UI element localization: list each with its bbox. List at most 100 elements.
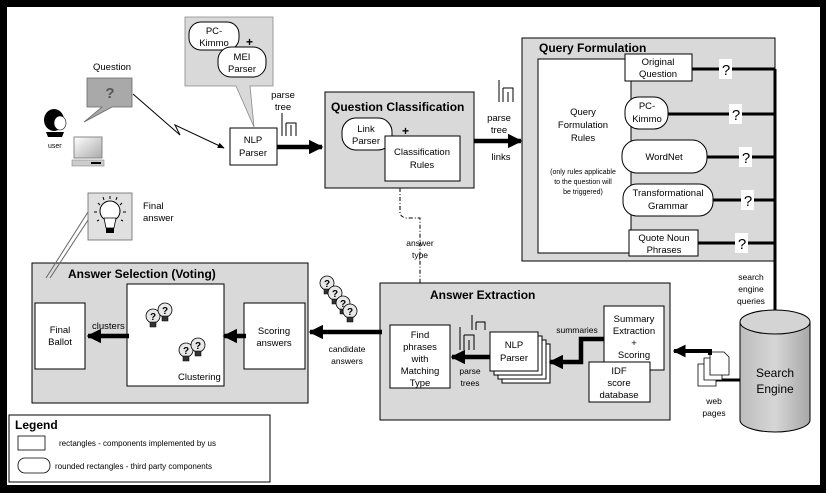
pc-kimmo-component	[188, 21, 240, 51]
final-ballot-line1: Final	[50, 325, 71, 336]
clusters-label: clusters	[92, 321, 125, 332]
qf-note-line2: to the question will	[554, 179, 612, 186]
summary-extraction-line4: Scoring	[618, 350, 650, 361]
answer-type-line1: answer	[406, 238, 434, 248]
link-parser-line2: Parser	[352, 136, 380, 147]
find-phrases-line3: with	[411, 354, 429, 365]
qf-comp-3-question-mark: ?	[744, 193, 752, 210]
summary-extraction-line1: Summary	[614, 314, 655, 325]
answer-extraction-title: Answer Extraction	[430, 288, 535, 302]
classification-rules-line2: Rules	[410, 160, 435, 171]
legend-rounded-swatch	[17, 457, 51, 474]
legend-item-2: rounded rectangles - third party compone…	[55, 462, 212, 471]
qf-rules-line1: Query	[570, 107, 596, 118]
final-ballot-box	[34, 302, 86, 370]
legend-item-1: rectangles - components implemented by u…	[59, 439, 216, 448]
parse-tree-label-line2: tree	[275, 102, 291, 113]
query-formulation-group: Query Formulation Query Formulation Rule…	[521, 37, 777, 262]
find-phrases-box	[389, 324, 451, 389]
qf-comp-1-line1: PC-	[639, 101, 655, 112]
parse-tree-label-line1: parse	[271, 90, 295, 101]
final-answer-callout: Final answer	[45, 192, 174, 279]
qf-comp-3-line2: Grammar	[648, 201, 688, 212]
nlp-parser-stack: NLP Parser	[489, 331, 551, 384]
qf-component-quote-noun-phrases: Quote Noun Phrases ?	[628, 229, 775, 257]
qf-note-line1: (only rules applicable	[550, 169, 616, 176]
classification-rules-box	[384, 135, 461, 182]
parse-tree-icon	[281, 113, 297, 136]
web-pages-to-extraction-arrow	[672, 344, 712, 358]
answer-selection-title: Answer Selection (Voting)	[68, 267, 216, 281]
candidate-answers-line2: answers	[331, 356, 363, 366]
user-head-icon	[44, 109, 67, 137]
mei-parser-line1: MEI	[234, 52, 251, 63]
scoring-answers-line1: Scoring	[258, 326, 290, 337]
pc-kimmo-line1: PC-	[206, 26, 222, 37]
nlp-parser-line1: NLP	[244, 135, 262, 146]
find-phrases-line2: phrases	[403, 342, 437, 353]
search-queries-line1: search	[738, 272, 764, 282]
search-engine-database-icon: Search Engine	[739, 309, 811, 433]
qf-comp-3-line1: Transformational	[633, 188, 704, 199]
qf-rules-line2: Formulation	[558, 120, 608, 131]
question-bubble: ?	[83, 77, 133, 123]
summaries-label: summaries	[556, 325, 598, 335]
final-answer-line1: Final	[143, 201, 164, 212]
user-figure: user	[44, 109, 105, 167]
clustering-label: Clustering	[178, 372, 221, 383]
ae-nlp-parser-line2: Parser	[500, 353, 528, 364]
plus-sign: +	[246, 35, 253, 49]
qf-comp-4-line1: Quote Noun	[638, 233, 689, 244]
classification-rules-line1: Classification	[394, 147, 450, 158]
parse-trees-line1: parse	[459, 366, 481, 376]
legend: Legend rectangles - components implement…	[8, 414, 271, 483]
scoring-answers-box	[243, 302, 306, 370]
link-parser-line1: Link	[357, 124, 375, 135]
qf-rules-line3: Rules	[571, 133, 596, 144]
qf-comp-0-question-mark: ?	[722, 62, 730, 79]
find-phrases-line5: Type	[410, 378, 431, 389]
web-pages-icon	[697, 351, 730, 387]
web-pages-line1: web	[705, 396, 722, 406]
parse-trees-line2: trees	[461, 378, 480, 388]
answer-type-line2: type	[412, 250, 428, 260]
final-answer-line2: answer	[143, 213, 174, 224]
qf-component-transformational-grammar: Transformational Grammar ?	[622, 183, 775, 217]
question-label: Question	[93, 62, 131, 73]
qf-comp-4-question-mark: ?	[738, 236, 746, 253]
nlp-parser-line2: Parser	[239, 148, 267, 159]
qf-comp-2-question-mark: ?	[742, 150, 750, 167]
question-classification-title: Question Classification	[331, 100, 464, 114]
clustering-box	[126, 283, 225, 387]
mei-parser-line2: Parser	[228, 64, 256, 75]
user-label: user	[48, 143, 62, 150]
idf-line1: IDF	[611, 366, 627, 377]
qf-comp-0-line1: Original	[642, 57, 675, 68]
qf-component-pc-kimmo: PC- Kimmo ?	[624, 96, 775, 130]
question-flow-line	[132, 93, 225, 149]
links-label: links	[491, 152, 510, 163]
pc-kimmo-line2: Kimmo	[199, 38, 229, 49]
summaries-to-nlp-arrow	[548, 336, 604, 370]
find-phrases-line1: Find	[411, 330, 429, 341]
summary-extraction-box	[603, 305, 665, 371]
qf-comp-2-line1: WordNet	[645, 152, 683, 163]
parse-tree-icon-2	[498, 80, 514, 102]
link-parser-component	[341, 117, 393, 151]
qf-comp-0-line2: Question	[639, 69, 677, 80]
legend-title: Legend	[15, 418, 58, 432]
qf-component-original-question: Original Question ?	[624, 53, 775, 82]
question-mark-icon: ?	[105, 85, 114, 102]
find-phrases-line4: Matching	[401, 366, 440, 377]
summary-extraction-line3: +	[631, 338, 637, 349]
qf-comp-1-line2: Kimmo	[632, 114, 662, 125]
nlp-parser-box: NLP Parser	[229, 127, 278, 166]
question-classification-group: Question Classification Link Parser + Cl…	[324, 91, 475, 189]
mei-parser-component	[217, 46, 267, 78]
scoring-answers-line2: answers	[256, 338, 292, 349]
query-formulation-rules-box	[537, 58, 632, 254]
search-engine-line1: Search	[756, 366, 794, 380]
candidate-answers-line1: candidate	[329, 344, 366, 354]
